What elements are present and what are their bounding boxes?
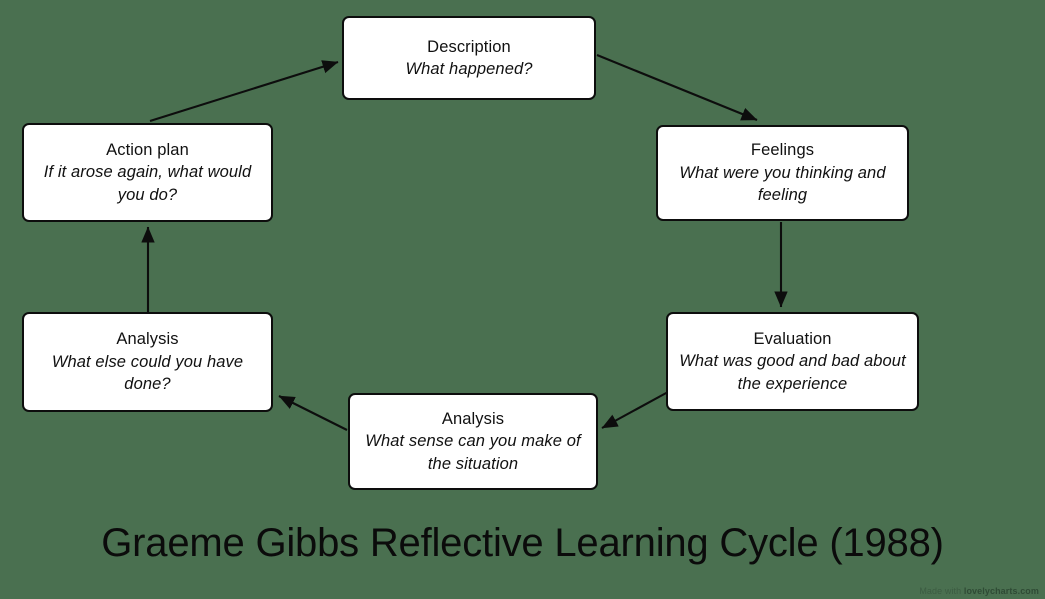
node-analysis-bottom-title: Analysis (441, 409, 505, 428)
node-action-plan-title: Action plan (106, 140, 189, 159)
node-evaluation-subtitle: What was good and bad about the experien… (679, 352, 906, 393)
node-description-title: Description (427, 37, 511, 56)
node-analysis-left-subtitle: What else could you have done? (51, 352, 244, 394)
node-description[interactable]: Description What happened? (342, 16, 596, 100)
watermark-brand-link[interactable]: lovelycharts.com (963, 586, 1039, 596)
node-action-plan[interactable]: Action plan If it arose again, what woul… (22, 123, 273, 222)
arrow-analysis-bottom-to-analysis-left (278, 395, 348, 431)
node-feelings-title: Feelings (750, 141, 815, 160)
arrow-action-plan-to-description (149, 60, 339, 123)
node-analysis-left-title: Analysis (116, 330, 179, 349)
watermark-prefix: Made with (919, 586, 964, 596)
node-analysis-left[interactable]: Analysis What else could you have done? (22, 312, 273, 412)
node-action-plan-subtitle: If it arose again, what would you do? (43, 163, 252, 204)
node-feelings[interactable]: Feelings What were you thinking and feel… (656, 125, 909, 221)
node-analysis-bottom[interactable]: Analysis What sense can you make of the … (348, 393, 598, 490)
arrow-description-to-feelings (596, 54, 758, 121)
node-feelings-subtitle: What were you thinking and feeling (679, 163, 886, 205)
arrow-evaluation-to-analysis-bottom (601, 391, 669, 429)
node-analysis-bottom-subtitle: What sense can you make of the situation (365, 432, 581, 473)
watermark: Made with lovelycharts.com (919, 586, 1039, 596)
diagram-title: Graeme Gibbs Reflective Learning Cycle (… (101, 521, 944, 565)
node-evaluation[interactable]: Evaluation What was good and bad about t… (666, 312, 919, 411)
node-evaluation-title: Evaluation (753, 329, 832, 348)
node-description-subtitle: What happened? (405, 60, 533, 78)
